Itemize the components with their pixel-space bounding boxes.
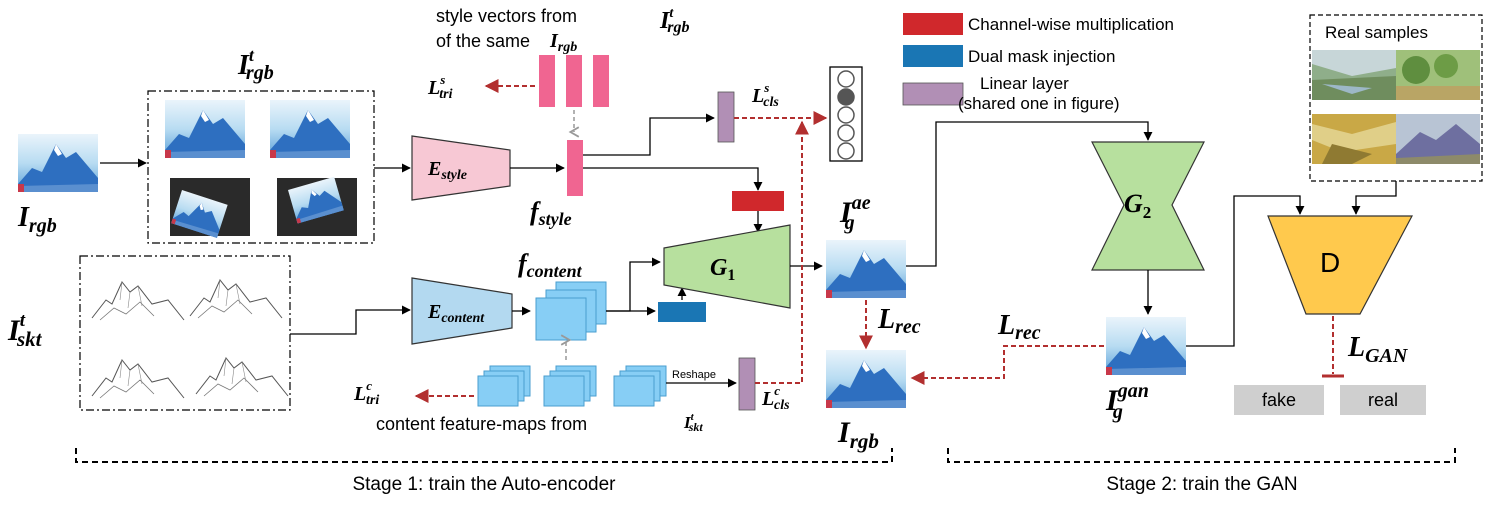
generated-gan-image	[1106, 317, 1186, 375]
legend-label-channel-mult: Channel-wise multiplication	[968, 15, 1174, 34]
legend-swatch-channel-mult	[903, 13, 963, 35]
linear-layer-content	[738, 357, 756, 411]
generator-g1: G1	[663, 224, 791, 309]
style-vector	[566, 55, 582, 107]
linear-layer-style	[717, 91, 735, 143]
content-encoder: Econtent	[411, 277, 513, 345]
real-samples-panel: Real samples	[1309, 14, 1483, 182]
label-e-style: Estyle	[427, 158, 467, 183]
discriminator: D	[1267, 215, 1413, 315]
fake-label: fake	[1262, 390, 1296, 410]
aug-image	[165, 100, 245, 158]
style-vector	[539, 55, 555, 107]
aug-image	[270, 100, 350, 158]
label-g1: G1	[710, 255, 735, 284]
real-sample-image	[1396, 50, 1480, 100]
real-sample-image	[1312, 114, 1396, 164]
legend-label-linear-note: (shared one in figure)	[958, 94, 1120, 113]
sketch-image	[195, 357, 289, 397]
stage1-label: Stage 1: train the Auto-encoder	[352, 474, 616, 495]
style-vectors-text-line2: of the same	[436, 31, 530, 51]
generated-ae-image	[826, 240, 906, 298]
content-maps-text: content feature-maps from	[376, 414, 587, 434]
label-i-rgb: Irgb	[17, 202, 57, 237]
real-label-box	[1340, 385, 1426, 415]
label-d: D	[1320, 247, 1340, 278]
real-label: real	[1368, 390, 1398, 410]
style-vectors-i-rgb: Irgb	[549, 30, 577, 55]
f-content-maps	[535, 281, 607, 341]
sketch-image	[91, 359, 185, 399]
legend-label-linear: Linear layer	[980, 74, 1069, 93]
content-maps-row	[477, 365, 667, 407]
reshape-label: Reshape	[672, 369, 716, 381]
style-vectors-text-line1: style vectors from	[436, 6, 577, 26]
classifier-output	[829, 66, 863, 162]
label-g2: G2	[1124, 189, 1151, 222]
legend-swatch-linear	[902, 82, 964, 106]
stage2-bracket: Stage 2: train the GAN	[947, 448, 1456, 495]
loss-rec-ae: Lrec	[877, 304, 921, 338]
sketch-image	[91, 281, 185, 321]
label-i-rgb-target: Irgb	[837, 416, 879, 453]
stage2-label: Stage 2: train the GAN	[1106, 474, 1297, 495]
sketch-box	[79, 255, 291, 411]
loss-gan: LGAN	[1347, 332, 1409, 367]
label-e-content: Econtent	[427, 301, 485, 326]
stage1-bracket: Stage 1: train the Auto-encoder	[75, 448, 893, 495]
legend: Channel-wise multiplication Dual mask in…	[902, 13, 1174, 113]
sketch-image	[189, 279, 283, 319]
augmented-rgb-box	[147, 90, 375, 244]
legend-swatch-dual-mask	[903, 45, 963, 67]
real-samples-title: Real samples	[1325, 23, 1428, 42]
input-rgb-image	[18, 134, 98, 192]
generator-g2: G2	[1091, 141, 1205, 271]
style-vector	[593, 55, 609, 107]
fake-label-box	[1234, 385, 1324, 415]
channel-mult-block	[732, 191, 784, 211]
label-f-content: fcontent	[518, 249, 583, 281]
label-f-style: fstyle	[530, 197, 572, 229]
dual-mask-block	[658, 302, 706, 322]
legend-label-dual-mask: Dual mask injection	[968, 47, 1115, 66]
target-rgb-image	[826, 350, 906, 408]
style-encoder: Estyle	[411, 135, 511, 201]
loss-rec-gan: Lrec	[997, 310, 1041, 344]
real-sample-image	[1396, 114, 1480, 164]
real-sample-image	[1312, 50, 1396, 100]
f-style-vector	[567, 140, 583, 196]
